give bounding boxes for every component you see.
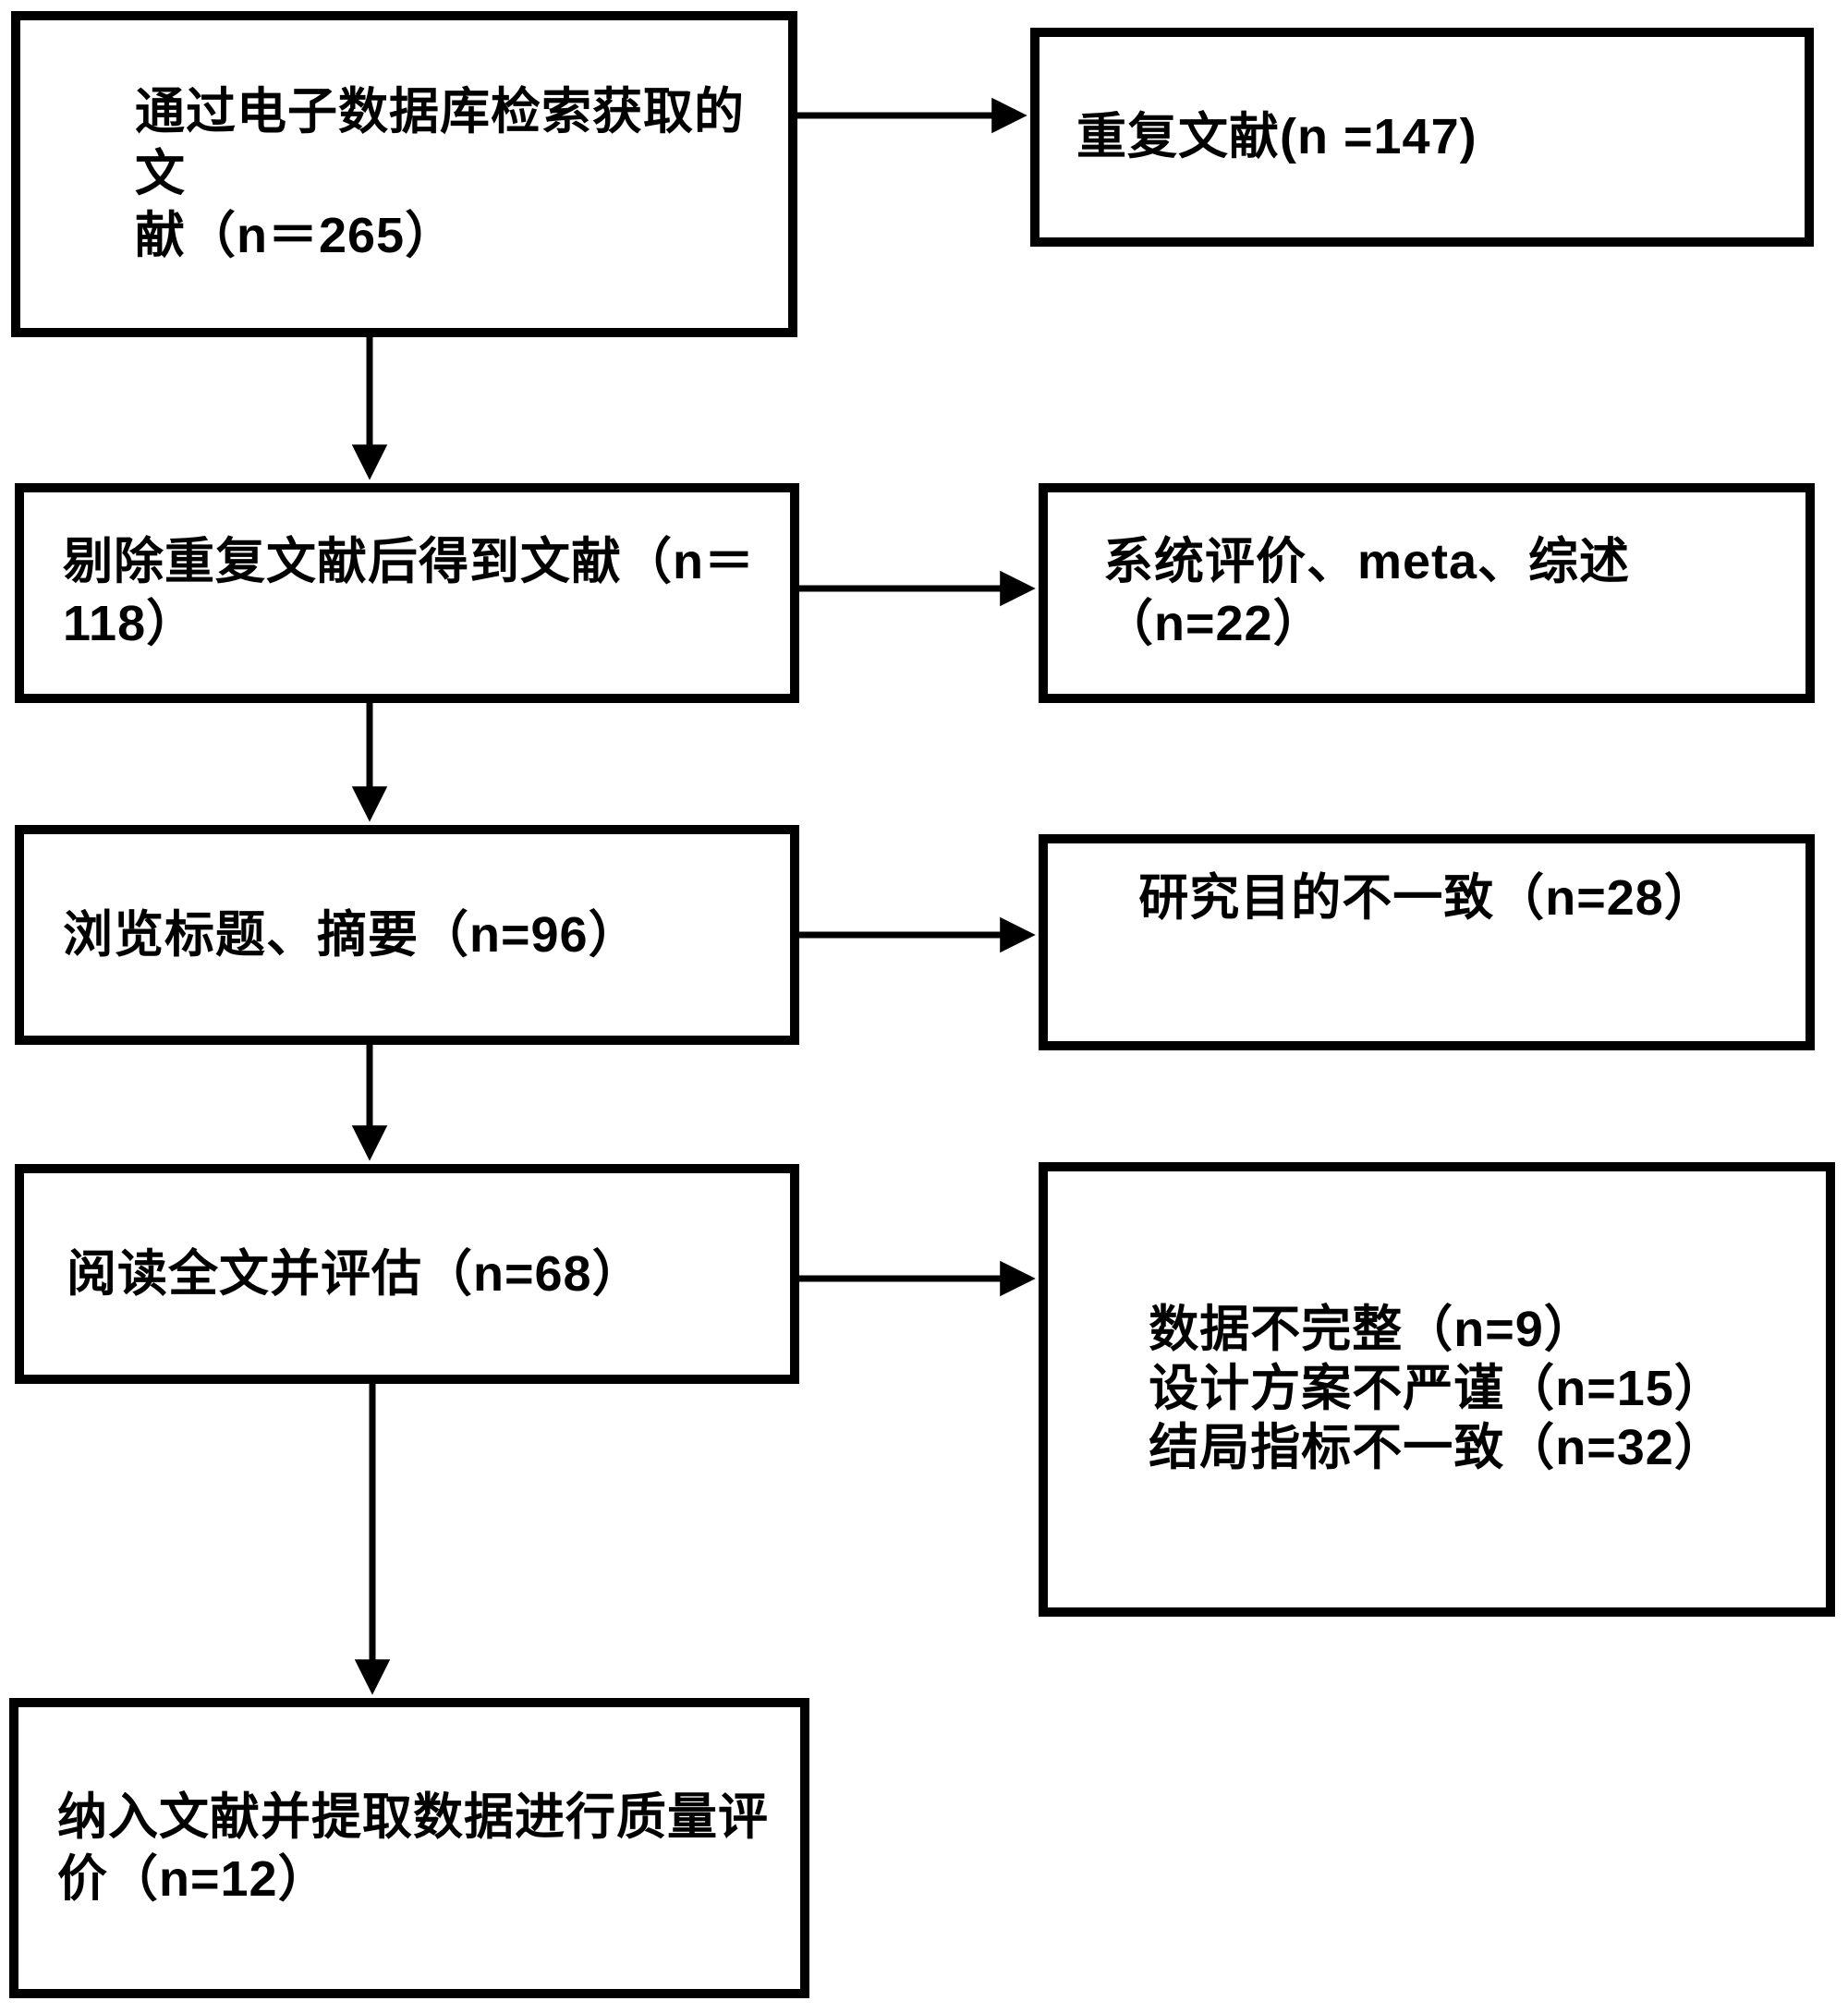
- box-fulltext-assessment: 阅读全文并评估（n=68）: [15, 1164, 799, 1384]
- box-aim-mismatch-label: 研究目的不一致（n=28）: [1138, 870, 1715, 926]
- box-after-deduplication-label: 剔除重复文献后得到文献（n＝ 118）: [63, 534, 755, 651]
- box-reviews-meta: 系统评价、meta、综述（n=22）: [1039, 483, 1815, 703]
- box-duplicates: 重复文献(n =147): [1030, 28, 1814, 247]
- box-aim-mismatch: 研究目的不一致（n=28）: [1039, 834, 1815, 1050]
- box-included-studies: 纳入文献并提取数据进行质量评 价（n=12）: [9, 1698, 809, 1998]
- box-fulltext-exclusions: 数据不完整（n=9） 设计方案不严谨（n=15） 结局指标不一致（n=32）: [1039, 1162, 1835, 1617]
- box-fulltext-exclusions-label: 数据不完整（n=9） 设计方案不严谨（n=15） 结局指标不一致（n=32）: [1149, 1302, 1725, 1475]
- box-after-deduplication: 剔除重复文献后得到文献（n＝ 118）: [15, 483, 799, 703]
- box-title-abstract-screen-label: 浏览标题、摘要（n=96）: [63, 906, 639, 963]
- box-duplicates-label: 重复文献(n =147): [1076, 109, 1477, 165]
- box-reviews-meta-label: 系统评价、meta、综述（n=22）: [1103, 534, 1631, 651]
- box-database-retrieval: 通过电子数据库检索获取的文 献（n＝265）: [11, 11, 797, 337]
- box-included-studies-label: 纳入文献并提取数据进行质量评 价（n=12）: [57, 1789, 769, 1907]
- box-database-retrieval-label: 通过电子数据库检索获取的文 献（n＝265）: [135, 84, 745, 263]
- box-title-abstract-screen: 浏览标题、摘要（n=96）: [15, 825, 799, 1045]
- box-fulltext-assessment-label: 阅读全文并评估（n=68）: [67, 1245, 643, 1302]
